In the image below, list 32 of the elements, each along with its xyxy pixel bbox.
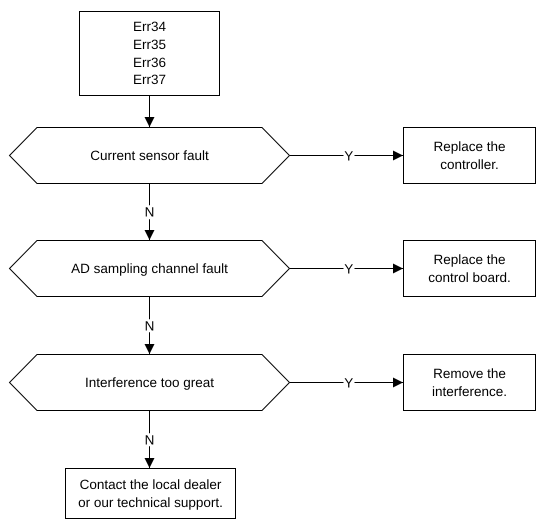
edge-label: Y — [343, 148, 354, 162]
arrow — [144, 410, 154, 468]
node-text: Replace the control board. — [427, 250, 512, 286]
edge-label: Y — [343, 262, 354, 276]
node-text: Contact the local dealer or our technical support. — [77, 476, 224, 512]
decision-hexagon — [9, 127, 290, 184]
arrow — [290, 264, 404, 274]
process-box — [403, 240, 536, 297]
decision-hexagon — [9, 240, 290, 297]
node-text: Replace the controller. — [432, 138, 507, 174]
process-box — [403, 127, 536, 184]
edge-label: N — [144, 318, 156, 332]
arrow — [290, 378, 404, 388]
error-code: Err34 — [132, 18, 166, 36]
node-text: Interference too great — [84, 374, 214, 392]
process-box — [403, 354, 536, 411]
node-text: Remove the interference. — [430, 364, 508, 400]
error-code: Err35 — [132, 36, 166, 54]
start-box — [79, 11, 220, 96]
decision-hexagon — [9, 354, 290, 411]
arrow — [144, 184, 154, 240]
node-text: AD sampling channel fault — [71, 260, 228, 278]
error-code: Err36 — [132, 54, 166, 72]
edge-label: Y — [343, 376, 354, 390]
process-box — [65, 468, 236, 519]
node-text: Current sensor fault — [90, 146, 209, 164]
error-code: Err37 — [132, 71, 166, 89]
edge-label: N — [144, 205, 156, 219]
arrow — [290, 150, 404, 160]
edge-label: N — [144, 432, 156, 446]
arrow — [144, 296, 154, 354]
arrow — [144, 96, 154, 128]
